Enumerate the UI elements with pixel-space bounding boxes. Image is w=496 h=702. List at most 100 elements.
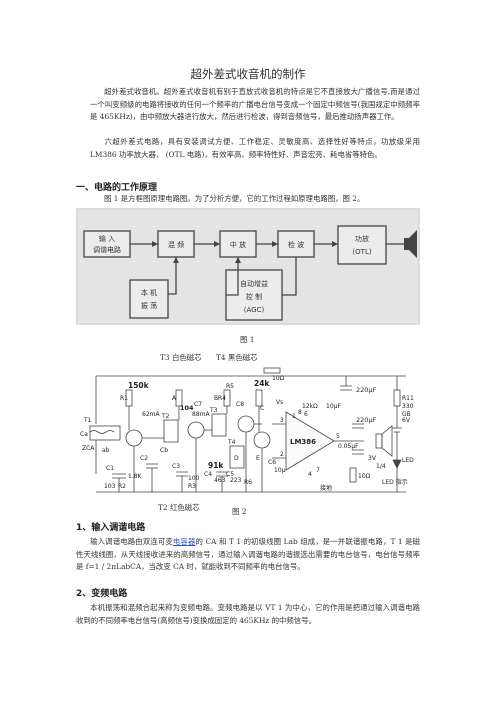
schematic-pin-6: 6 <box>304 411 308 418</box>
schematic-label-ground: 接地 <box>320 484 332 492</box>
schematic-label-r5: R5 <box>226 383 234 390</box>
schematic-label-r4: R4 <box>218 395 226 402</box>
schematic-label-c2: C2 <box>140 455 148 462</box>
block-power-label-1: 功放 <box>355 234 369 243</box>
schematic-label-220uf-2: 220μF <box>356 416 377 424</box>
schematic-label-led-indicator: LED 指示 <box>382 478 408 486</box>
document-title: 超外差式收音机的制作 <box>190 67 306 81</box>
intro-paragraph-2-text: 六超外差式电路，具有安装调试方便、工作稳定、灵敏度高、选择性好等特点，功放级采用… <box>90 137 420 159</box>
schematic-label-88ma: 88mA <box>192 411 210 418</box>
schematic-label-c6: C6 <box>268 459 276 466</box>
capacitor-link[interactable]: 电容器 <box>172 537 196 546</box>
block-mixer-label: 混 频 <box>168 240 184 249</box>
schematic-label-330: 330 <box>402 403 414 410</box>
schematic-label-r3: R3 <box>188 483 196 490</box>
schematic-label-10ohm-1: 10Ω <box>272 375 285 382</box>
schematic-label-r6: R6 <box>244 479 252 486</box>
subsection-1-paragraph: 输入调谐电路由双连可变电容器的 CA 和 T 1 的初级线圈 Lab 组成，是一… <box>76 536 420 574</box>
schematic-label-t1: T1 <box>83 417 92 424</box>
figure-2-caption: 图 2 <box>232 507 247 516</box>
schematic-label-12kohm: 12kΩ <box>302 403 318 410</box>
subsection-2-paragraph-text: 本机振荡和混频合起来称为变频电路。变频电路是以 VT 1 为中心，它的作用是把通… <box>76 603 420 625</box>
schematic-label-led: LED <box>402 457 414 464</box>
subsection-2-heading: 2、变频电路 <box>76 589 128 599</box>
intro-paragraph-1-text: 超外差式收音机。超外差式收音机有别于直放式收音机的特点是它不直接放大广播信号,而… <box>90 87 420 121</box>
t2-core-label: T2 红色磁芯 <box>158 503 200 512</box>
block-oscillator-label-1: 本 机 <box>141 288 157 297</box>
schematic-label-t3: T3 <box>209 407 218 414</box>
schematic-label-c3: C3 <box>172 463 180 470</box>
schematic-label-r1: R1 <box>120 395 128 402</box>
schematic-label-ca: Ca <box>80 431 88 438</box>
block-agc-label-3: (AGC) <box>244 306 265 314</box>
schematic-label-6v: 6V <box>402 417 411 424</box>
schematic-pin-2: 2 <box>280 451 284 458</box>
schematic-label-463: 463 <box>214 477 226 484</box>
schematic-label-ab: ab <box>102 447 110 454</box>
schematic-label-gb: GB <box>402 411 411 418</box>
schematic-label-62ma: 62mA <box>142 411 160 418</box>
section-1-paragraph-text: 图 1 是方框图原理电路图。为了分析方便，它的工作过程如原理电路图，图 2。 <box>104 194 365 203</box>
schematic-label-b: B <box>214 395 218 402</box>
schematic-label-cb: Cb <box>160 447 168 454</box>
schematic-pin-4: 4 <box>308 471 312 478</box>
block-detector-label: 检 波 <box>288 240 304 249</box>
schematic-label-c7: C7 <box>194 401 202 408</box>
schematic-label-100: 100 <box>188 475 200 482</box>
subsection-1-text-a: 输入调谐电路由双连可变 <box>90 537 173 546</box>
t3-core-label: T3 白色磁芯 <box>160 353 202 362</box>
schematic-pin-3: 3 <box>280 417 284 424</box>
schematic-label-zca: ZCA <box>82 445 95 452</box>
section-1-heading: 一、电路的工作原理 <box>76 183 158 193</box>
block-if-amp-label: 中 放 <box>230 240 246 249</box>
schematic-label-c: C <box>260 405 264 412</box>
schematic-label-10ohm-2: 10Ω <box>358 473 371 480</box>
section-1-paragraph: 图 1 是方框图原理电路图。为了分析方便，它的工作过程如原理电路图，图 2。 <box>90 193 420 206</box>
schematic-label-220uf-1: 220μF <box>356 386 377 394</box>
block-power-label-2: (OTL) <box>352 248 371 256</box>
schematic-label-1-8k: 1.8K <box>128 473 143 480</box>
schematic-label-24k: 24k <box>254 379 270 388</box>
block-diagram-figure: 输 入 调谐电路 混 频 中 放 检 波 功放 (OTL) 本 机 振 荡 自动… <box>76 208 420 325</box>
block-input-label-1: 输 入 <box>99 234 115 243</box>
schematic-pin-8: 8 <box>298 409 302 416</box>
subsection-2-paragraph: 本机振荡和混频合起来称为变频电路。变频电路是以 VT 1 为中心，它的作用是把通… <box>76 602 420 627</box>
schematic-label-103: 103 <box>104 483 116 490</box>
t4-core-label: T4 黑色磁芯 <box>216 353 258 362</box>
schematic-label-a: A <box>172 395 177 402</box>
schematic-label-c8: C8 <box>236 401 244 408</box>
block-agc-label-2: 控 制 <box>246 292 262 301</box>
schematic-label-91k: 91k <box>208 461 224 470</box>
block-agc-label-1: 自动增益 <box>240 279 268 288</box>
circuit-schematic-figure: 150k 24k 91k 104 LM386 220μF 220μF 10μF … <box>80 367 414 493</box>
intro-paragraph-1: 超外差式收音机。超外差式收音机有别于直放式收音机的特点是它不直接放大广播信号,而… <box>90 86 420 124</box>
schematic-label-r2: R2 <box>118 483 126 490</box>
schematic-label-c1: C1 <box>106 465 114 472</box>
schematic-label-0-05uf: 0.05μF <box>338 443 359 450</box>
intro-paragraph-2: 六超外差式电路，具有安装调试方便、工作稳定、灵敏度高、选择性好等特点，功放级采用… <box>90 136 420 161</box>
block-oscillator-label-2: 振 荡 <box>141 301 157 310</box>
schematic-label-d: D <box>234 455 239 462</box>
figure-1-caption: 图 1 <box>240 335 255 344</box>
schematic-label-c5: C5 <box>226 471 234 478</box>
subsection-1-text-b: 的 CA 和 T 1 的初级线圈 Lab 组成，是一并联谐振电路，T 1 是磁性… <box>76 537 420 571</box>
schematic-label-10uf: 10μF <box>326 403 341 410</box>
schematic-label-104: 104 <box>180 404 194 412</box>
block-input-label-2: 调谐电路 <box>93 245 121 254</box>
subsection-1-heading: 1、输入调谐电路 <box>76 523 146 533</box>
schematic-pin-7: 7 <box>316 467 320 474</box>
schematic-label-t4: T4 <box>227 439 236 446</box>
schematic-label-10u: 10μ <box>274 467 286 474</box>
schematic-pin-5: 5 <box>336 433 340 440</box>
schematic-label-t2: T2 <box>161 413 170 420</box>
schematic-label-quarter: 1/4 <box>376 463 386 470</box>
schematic-label-223: 223 <box>230 477 242 484</box>
schematic-label-e: E <box>256 455 260 462</box>
schematic-pin-1: 1 <box>292 413 296 420</box>
schematic-label-150k: 150k <box>128 381 150 390</box>
schematic-label-vs: Vs <box>276 399 283 406</box>
schematic-label-r11: R11 <box>402 395 414 402</box>
schematic-label-3v: 3V <box>368 455 377 462</box>
schematic-label-c4: C4 <box>204 471 212 478</box>
